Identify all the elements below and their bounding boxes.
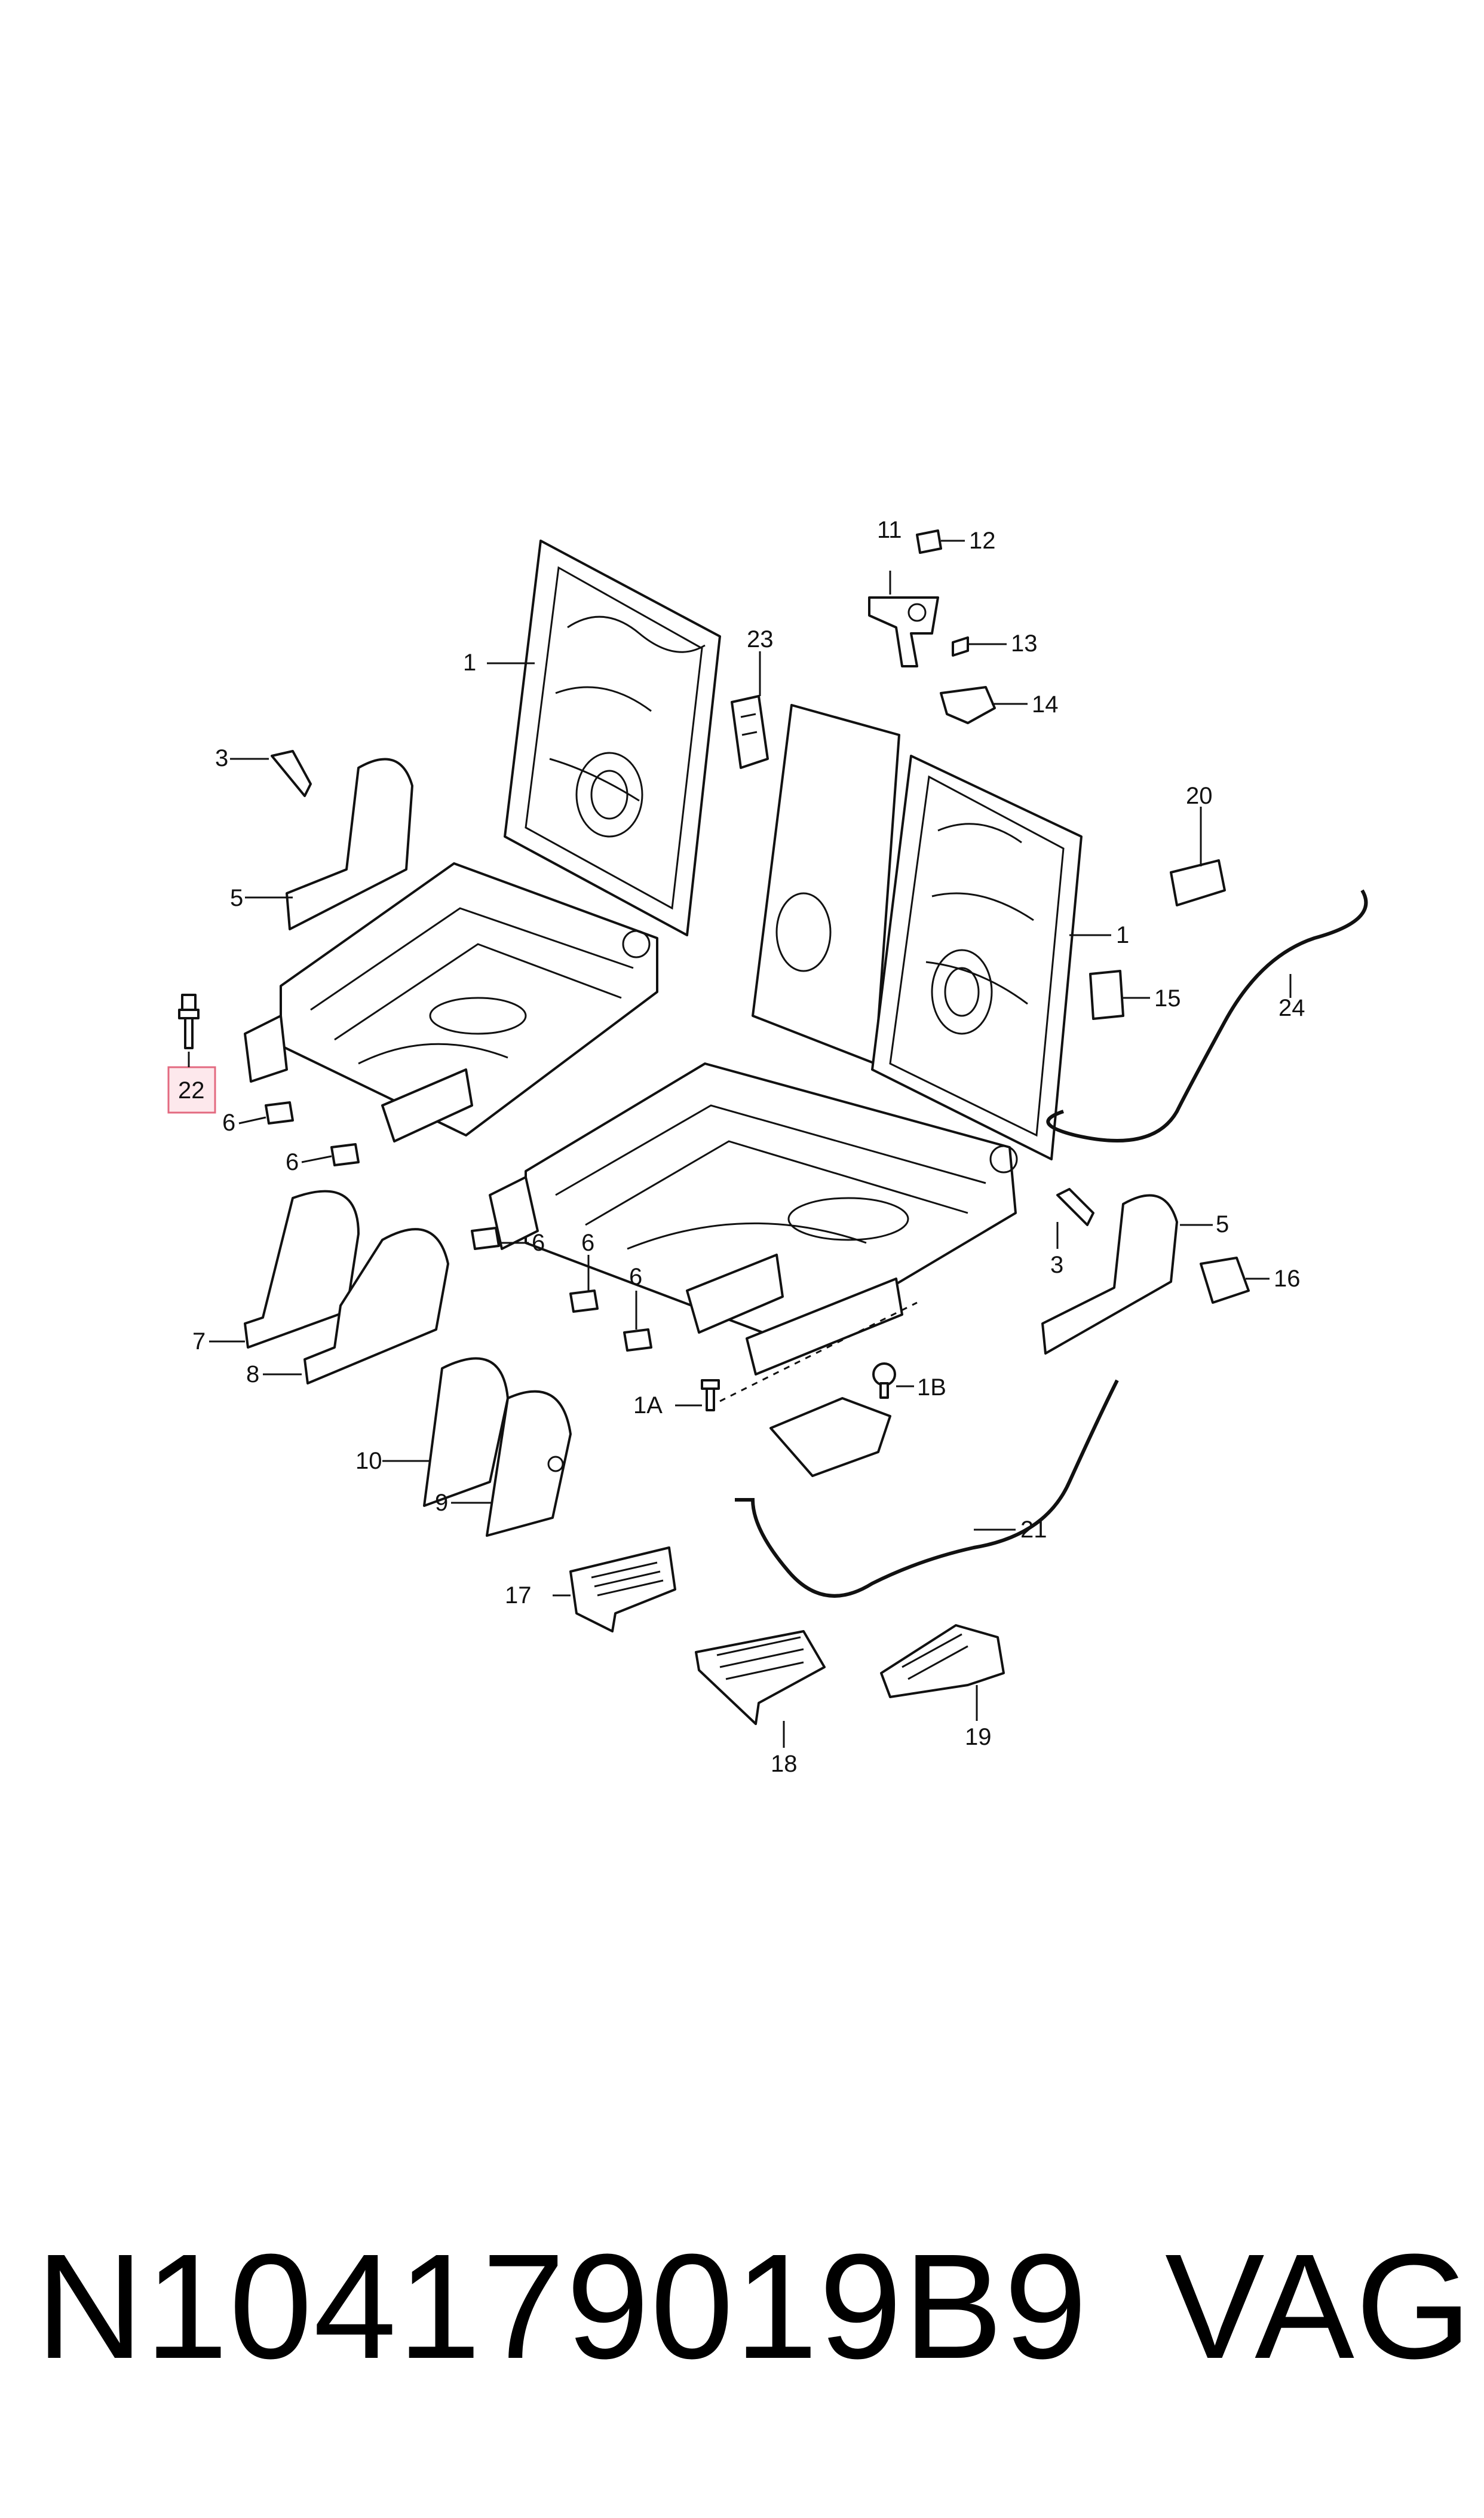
bolt-1B — [872, 1362, 896, 1399]
cover-19 — [880, 1624, 1005, 1698]
bolt-1A — [701, 1379, 720, 1411]
callout-6-c: 6 — [532, 1230, 545, 1256]
parts-diagram: 1 1 1A 1B 3 3 5 5 6 6 6 6 6 7 8 9 10 11 … — [167, 517, 1368, 1777]
callout-12: 12 — [969, 528, 996, 554]
clip-6-d — [569, 1289, 599, 1313]
cover-14 — [940, 686, 996, 724]
left-seat-cushion-frame — [244, 862, 658, 1142]
clip-6-e — [623, 1328, 652, 1352]
trim-cover-5-left — [286, 758, 413, 930]
clip-3-left — [271, 750, 312, 797]
callout-19: 19 — [965, 1724, 992, 1750]
callout-20: 20 — [1186, 783, 1213, 809]
callout-14: 14 — [1032, 691, 1059, 718]
bracket-11 — [868, 596, 939, 667]
cover-18 — [695, 1630, 826, 1725]
callout-1-right: 1 — [1116, 922, 1129, 948]
cable-21 — [735, 1379, 1119, 1598]
callout-3-right: 3 — [1050, 1252, 1063, 1278]
clip-6-a — [265, 1101, 294, 1125]
callout-22: 22 — [178, 1077, 205, 1104]
callout-24: 24 — [1278, 995, 1305, 1021]
callout-21: 21 — [1020, 1517, 1047, 1543]
callout-16: 16 — [1274, 1266, 1301, 1292]
side-cover-8 — [303, 1228, 449, 1384]
callout-17: 17 — [505, 1582, 532, 1609]
callout-5-left: 5 — [230, 885, 243, 911]
left-seat-backrest-frame — [504, 540, 721, 936]
callout-3-left: 3 — [215, 745, 228, 771]
callout-1B: 1B — [917, 1374, 946, 1401]
callout-1A: 1A — [633, 1392, 663, 1419]
trim-cover-5-right — [1041, 1194, 1178, 1355]
bracket-16 — [1200, 1257, 1250, 1304]
right-seat-backrest-frame — [752, 704, 1083, 1160]
callout-8: 8 — [246, 1361, 259, 1387]
callout-6-d: 6 — [581, 1230, 594, 1256]
highlight-box-22 — [167, 1066, 216, 1114]
callout-7: 7 — [192, 1328, 206, 1355]
cover-9 — [486, 1390, 572, 1537]
callout-9: 9 — [435, 1490, 448, 1516]
brand-name: VAG — [1165, 2223, 1473, 2390]
leader-lines — [188, 540, 1292, 1748]
callout-6-e: 6 — [629, 1264, 642, 1290]
callout-13: 13 — [1011, 630, 1038, 657]
callout-6-b: 6 — [286, 1149, 299, 1175]
handle-20 — [1170, 859, 1226, 906]
cover-17 — [569, 1546, 676, 1632]
footer-part-number-line: N104179019B9 VAG — [36, 2211, 1473, 2402]
latch-23 — [731, 695, 769, 769]
side-cover-7 — [244, 1190, 360, 1349]
callout-10: 10 — [355, 1448, 382, 1474]
callout-18: 18 — [771, 1751, 798, 1777]
callout-1-left: 1 — [463, 650, 476, 676]
right-seat-cushion-frame — [489, 1062, 1018, 1376]
clip-6-c — [471, 1227, 500, 1250]
callout-6-a: 6 — [222, 1110, 235, 1136]
callout-5-right: 5 — [1216, 1211, 1229, 1237]
callout-15: 15 — [1154, 985, 1181, 1012]
callout-23: 23 — [747, 626, 774, 653]
clip-12 — [916, 529, 942, 554]
cable-24 — [1046, 889, 1368, 1142]
clip-3-right — [1056, 1188, 1094, 1226]
clip-6-b — [330, 1143, 360, 1166]
part-number: N104179019B9 — [36, 2223, 1089, 2390]
clip-13 — [952, 636, 969, 657]
bracket-21 — [769, 1397, 891, 1477]
switch-15 — [1089, 970, 1124, 1020]
callout-11: 11 — [877, 517, 902, 543]
bolt-22 — [178, 994, 200, 1049]
